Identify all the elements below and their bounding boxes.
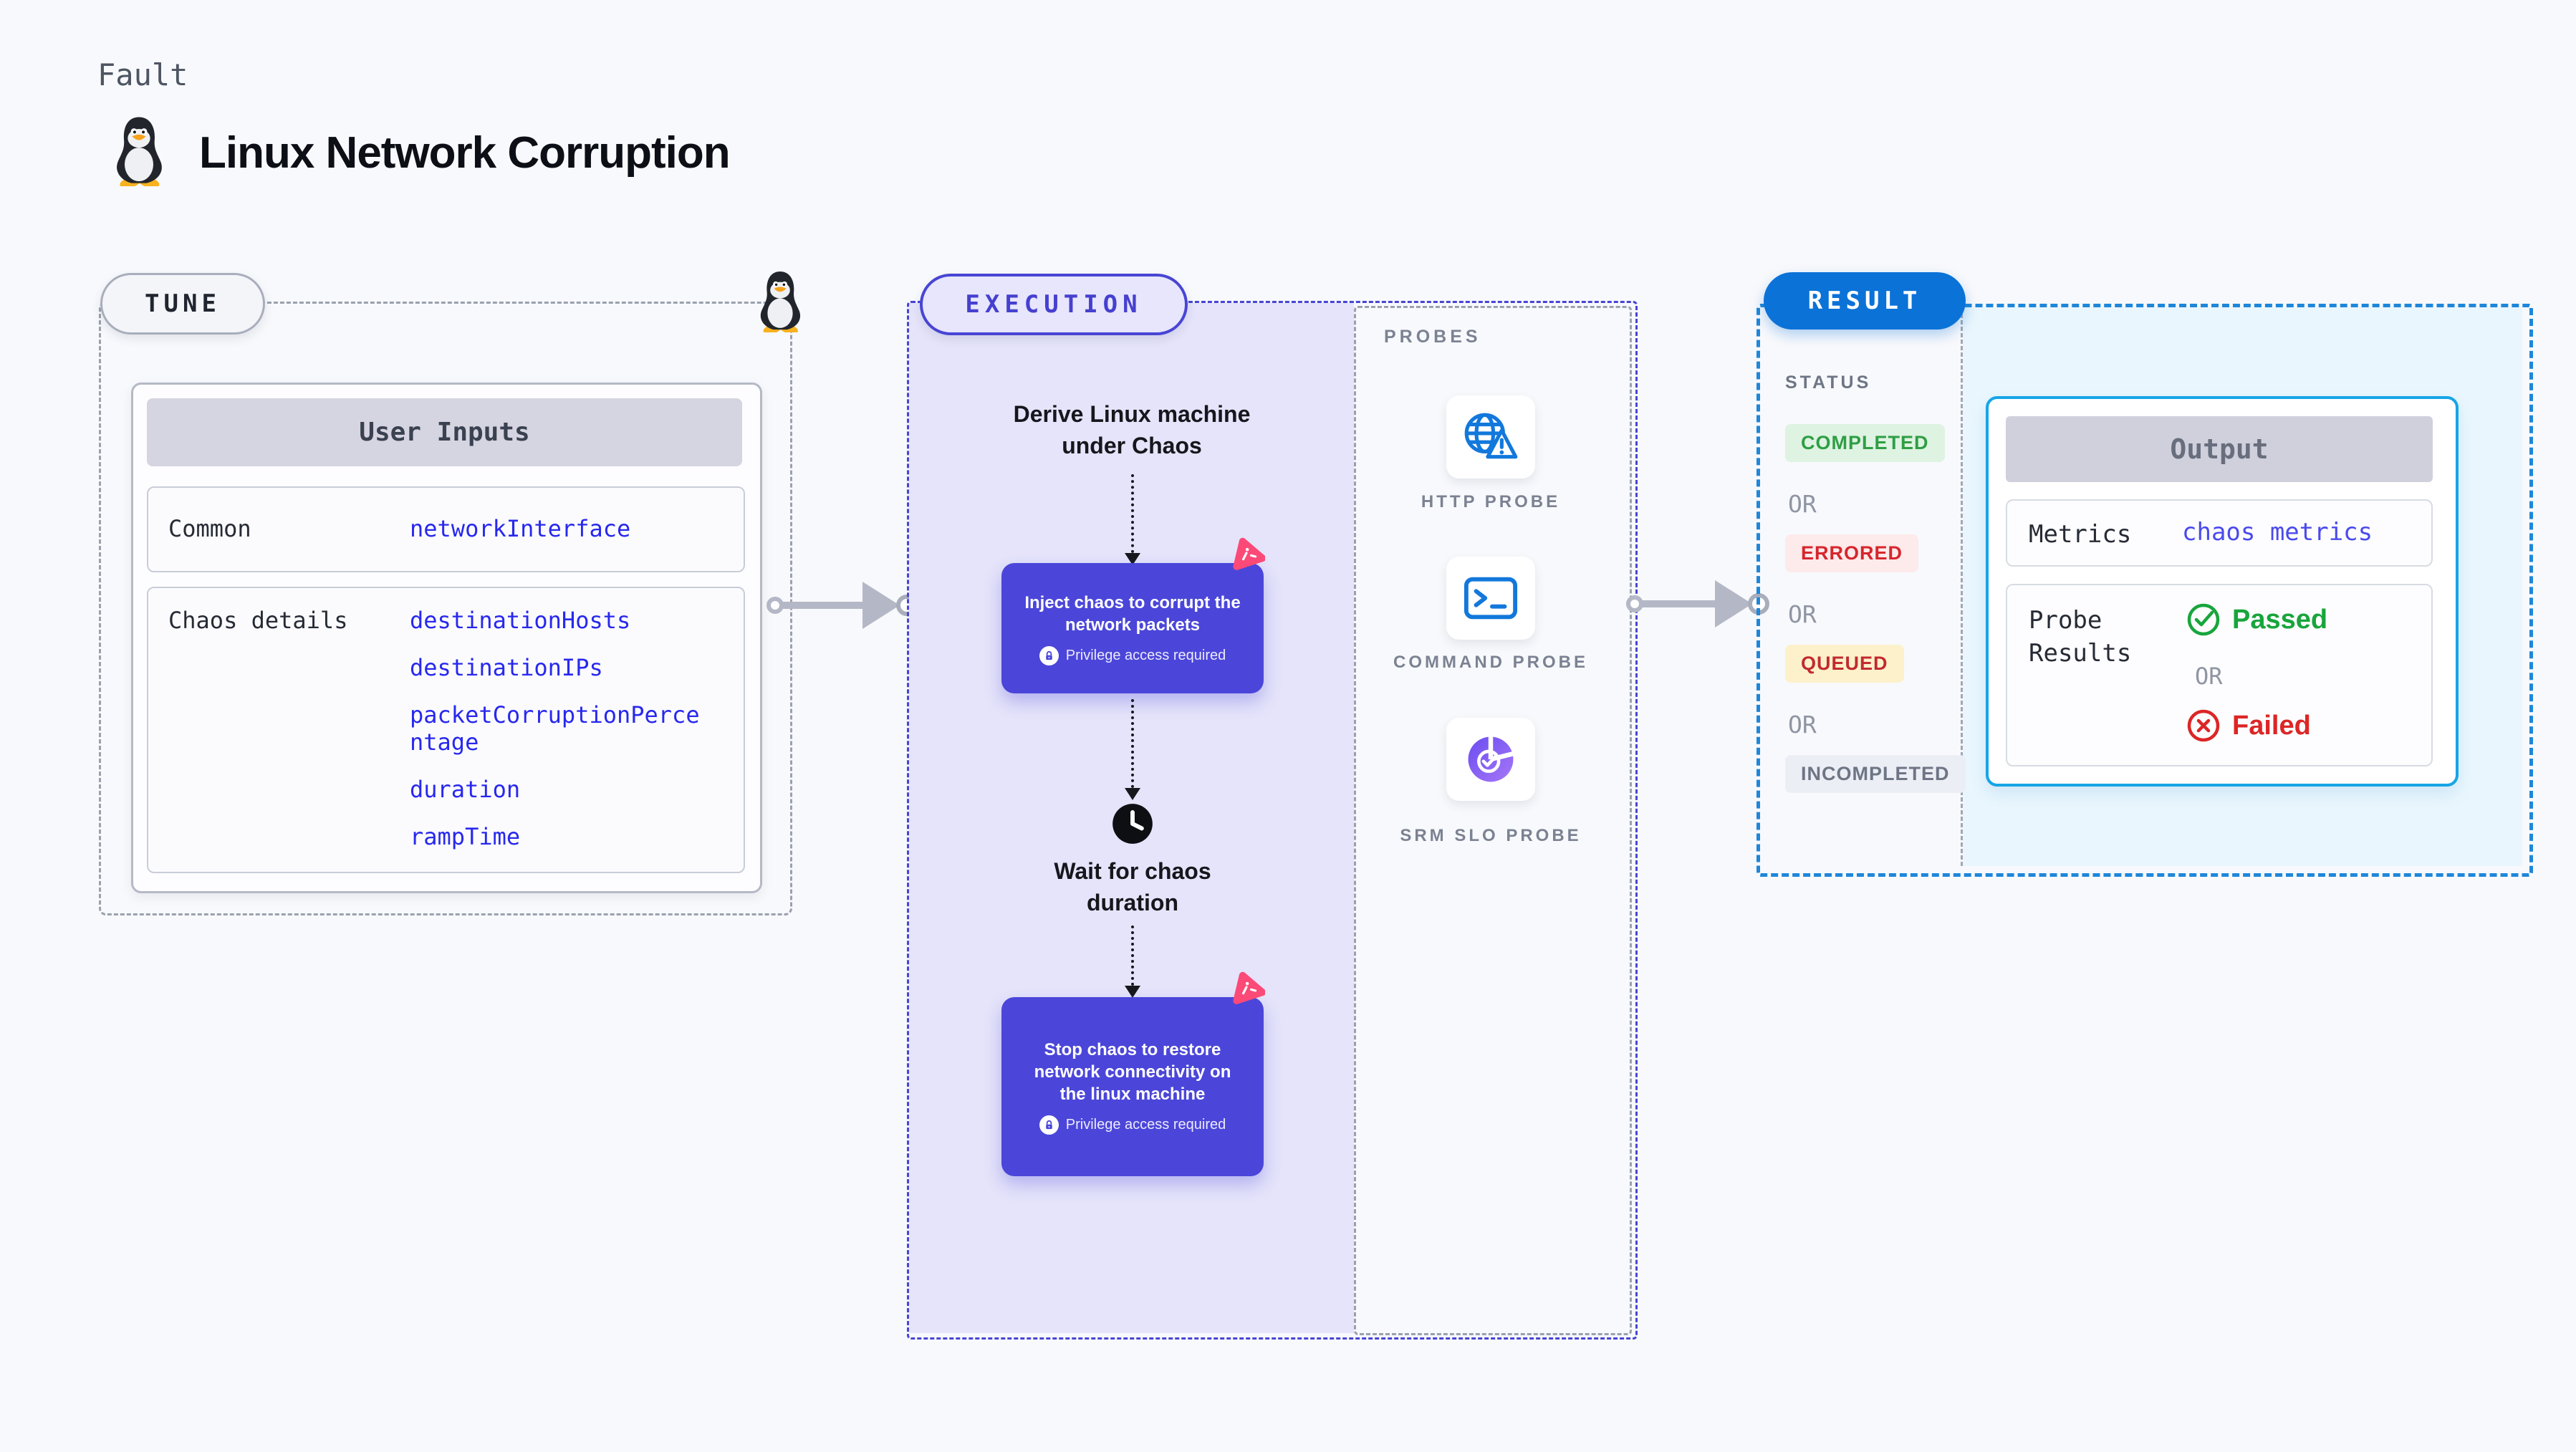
command-probe-label: COMMAND PROBE xyxy=(1393,653,1588,672)
srm-slo-probe-label: SRM SLO PROBE xyxy=(1400,826,1582,845)
status-badge-errored: ERRORED xyxy=(1785,534,1919,572)
lock-icon xyxy=(1039,1115,1059,1135)
input-value: destinationHosts xyxy=(410,607,631,634)
tux-penguin-icon xyxy=(117,117,162,186)
http-probe-card xyxy=(1446,395,1535,479)
or-separator: OR xyxy=(1788,600,1817,628)
check-circle-icon xyxy=(2187,603,2220,636)
passed-verdict: Passed xyxy=(2186,602,2327,637)
probe-results-row: Probe Results Passed OR Failed xyxy=(2006,584,2433,766)
or-separator: OR xyxy=(1788,490,1817,518)
execution-section-box xyxy=(907,301,1638,1340)
step-derive-machine: Derive Linux machine under Chaos xyxy=(1013,401,1251,458)
clock-icon xyxy=(1112,804,1153,844)
connector-dot xyxy=(1626,595,1643,612)
tux-penguin-corner-icon xyxy=(760,271,801,332)
page-title: Linux Network Corruption xyxy=(199,128,731,178)
dotted-arrow-head xyxy=(1125,788,1140,800)
dotted-arrow-head xyxy=(1125,553,1140,565)
step-inject-chaos-box: Inject chaos to corrupt the network pack… xyxy=(1001,563,1264,693)
dotted-arrow-head xyxy=(1125,986,1140,998)
slo-donut-check-icon xyxy=(1468,735,1516,782)
output-card: Output Metrics chaos metrics Probe Resul… xyxy=(1986,396,2459,787)
metrics-row: Metrics chaos metrics xyxy=(2006,499,2433,567)
dotted-connector xyxy=(1131,699,1134,788)
probe-results-label: Probe Results xyxy=(2029,606,2132,668)
arrow-execution-to-result xyxy=(1642,600,1721,607)
result-badge: RESULT xyxy=(1764,272,1966,330)
x-circle-icon xyxy=(2187,709,2220,742)
step-stop-chaos-box: Stop chaos to restore network connectivi… xyxy=(1001,997,1264,1176)
chaos-pink-icon xyxy=(1233,537,1265,570)
connector-dot xyxy=(766,597,784,614)
chaos-pink-icon xyxy=(1233,971,1265,1004)
output-header: Output xyxy=(2006,416,2433,482)
input-value: duration xyxy=(410,776,521,803)
or-separator: OR xyxy=(1788,711,1817,739)
step-inject-chaos-label: Inject chaos to corrupt the network pack… xyxy=(1024,592,1241,635)
globe-warning-icon xyxy=(1464,413,1518,459)
input-row-label: Common xyxy=(168,515,251,542)
input-row-common: Common networkInterface xyxy=(147,486,745,572)
command-probe-card xyxy=(1446,557,1535,640)
terminal-icon xyxy=(1464,577,1518,620)
tune-badge: TUNE xyxy=(100,273,265,335)
passed-label: Passed xyxy=(2232,604,2328,635)
metrics-value: chaos metrics xyxy=(2182,518,2373,547)
result-section-box xyxy=(1756,304,2533,877)
http-probe-label: HTTP PROBE xyxy=(1421,492,1561,511)
dotted-connector xyxy=(1131,474,1134,553)
input-row-label: Chaos details xyxy=(168,607,348,634)
srm-slo-probe-card xyxy=(1446,718,1535,801)
result-divider xyxy=(1961,307,1963,866)
metrics-label: Metrics xyxy=(2029,520,2132,549)
input-value: packetCorruptionPercentage xyxy=(410,701,700,756)
step-wait-duration: Wait for chaos duration xyxy=(1054,858,1211,915)
probes-label: PROBES xyxy=(1384,327,1481,347)
privilege-note: Privilege access required xyxy=(1065,647,1226,663)
lock-icon xyxy=(1039,645,1059,665)
arrow-head xyxy=(1715,580,1752,628)
arrow-head xyxy=(862,582,900,629)
or-separator: OR xyxy=(2195,663,2223,690)
input-value: destinationIPs xyxy=(410,654,603,681)
status-badge-queued: QUEUED xyxy=(1785,645,1904,683)
dotted-connector xyxy=(1131,925,1134,986)
status-badge-completed: COMPLETED xyxy=(1785,424,1945,462)
input-row-chaos-details: Chaos details destinationHosts destinati… xyxy=(147,587,745,873)
failed-label: Failed xyxy=(2232,710,2311,741)
fault-kicker: Fault xyxy=(97,57,188,92)
status-badge-incompleted: INCOMPLETED xyxy=(1785,755,1966,793)
execution-badge: EXECUTION xyxy=(920,274,1188,335)
user-inputs-header: User Inputs xyxy=(147,398,742,466)
arrow-tune-to-execution xyxy=(778,602,868,609)
input-value: rampTime xyxy=(410,823,521,850)
step-stop-chaos-label: Stop chaos to restore network connectivi… xyxy=(1034,1040,1231,1104)
privilege-note: Privilege access required xyxy=(1065,1117,1226,1133)
status-label: STATUS xyxy=(1785,372,1872,393)
failed-verdict: Failed xyxy=(2186,708,2311,743)
input-value: networkInterface xyxy=(410,515,631,542)
probes-section-box xyxy=(1354,306,1632,1335)
